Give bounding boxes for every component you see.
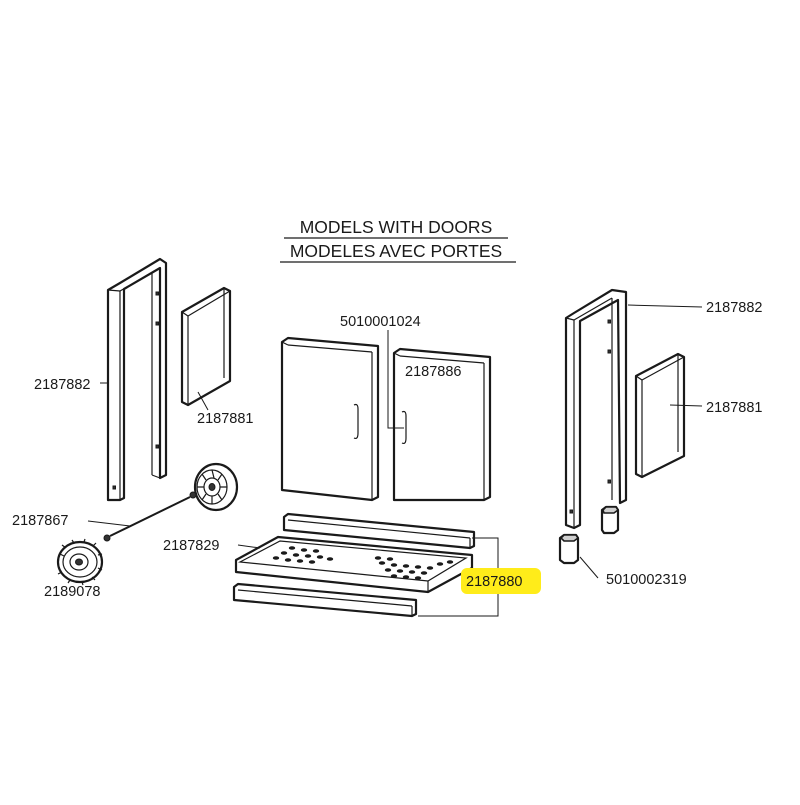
front-wheel-part xyxy=(56,538,104,586)
label-left-side-panel: 2187881 xyxy=(197,411,253,427)
title-line-2: MODELES AVEC PORTES xyxy=(290,241,502,261)
part-number-highlight xyxy=(461,568,541,594)
label-door-handle: 5010001024 xyxy=(340,314,421,330)
rear-wheel-part xyxy=(193,462,239,512)
label-bottom-shelf: 2187829 xyxy=(163,538,219,554)
shelf-vent-holes xyxy=(272,546,454,580)
right-frame-part xyxy=(564,288,628,530)
label-left-frame: 2187882 xyxy=(34,377,90,393)
leader-lines xyxy=(87,304,703,617)
left-side-panel-part xyxy=(180,286,232,407)
front-rail-part xyxy=(232,582,418,618)
rear-rail-part xyxy=(282,512,476,550)
leg-cap-front-part xyxy=(558,533,580,565)
left-frame-part xyxy=(106,257,168,502)
label-wheel: 2189078 xyxy=(44,584,100,600)
label-front-back-rails: 2187880 xyxy=(466,574,522,590)
label-right-door: 2187886 xyxy=(405,364,461,380)
label-right-side-panel: 2187881 xyxy=(706,400,762,416)
title-line-1: MODELS WITH DOORS xyxy=(300,217,493,237)
label-right-frame: 2187882 xyxy=(706,300,762,316)
leg-cap-rear-part xyxy=(600,505,620,535)
right-door-part xyxy=(392,347,492,502)
label-axle: 2187867 xyxy=(12,513,68,529)
axle-part xyxy=(103,491,197,542)
left-door-part xyxy=(280,336,380,502)
right-side-panel-part xyxy=(634,352,686,479)
label-leg-caps: 5010002319 xyxy=(606,572,687,588)
